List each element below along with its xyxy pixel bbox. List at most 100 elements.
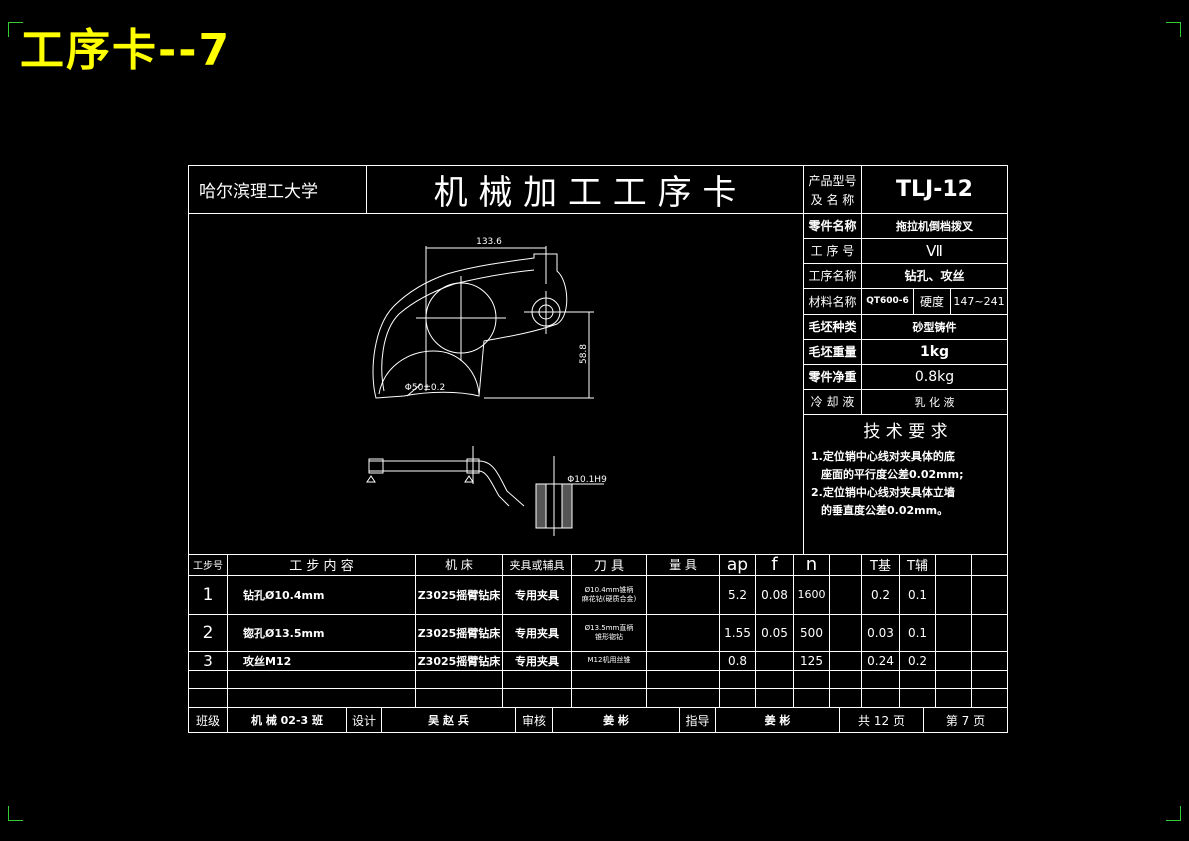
divider: [803, 339, 1007, 340]
divider: [803, 238, 1007, 239]
table-row-tool: Ø13.5mm直柄 锥形锪钻: [572, 614, 646, 651]
process-card: 哈尔滨理工大学 机 械 加 工 工 序 卡 产品型号 及 名 称 TLJ-12 …: [188, 165, 1008, 733]
review-value: 姜 彬: [603, 714, 629, 727]
process-no-value: Ⅶ: [926, 241, 943, 260]
divider: [913, 288, 914, 314]
dimension-label: 133.6: [476, 237, 502, 247]
corner-mark-bottom-left: [8, 806, 23, 821]
tool-line: M12机用丝锥: [587, 656, 631, 664]
table-row-n: 125: [800, 653, 823, 668]
table-row-f: 0.08: [761, 587, 788, 602]
tool-line: Ø13.5mm直柄: [584, 623, 634, 632]
table-row-f: 0.05: [761, 625, 788, 640]
table-row-tool: M12机用丝锥: [572, 651, 646, 670]
divider: [715, 707, 716, 733]
divider: [793, 554, 794, 707]
divider: [803, 288, 1007, 289]
col-fixture-header: 夹具或辅具: [509, 558, 565, 572]
tool-line: Ø10.4mm锥柄: [584, 585, 634, 594]
dimension-label: 58.8: [579, 343, 589, 365]
tool-line: 麻花钻(硬质合金): [581, 594, 637, 603]
divider: [803, 389, 1007, 390]
divider: [415, 554, 416, 707]
process-no-label: 工 序 号: [810, 244, 855, 258]
divider: [861, 166, 862, 213]
university-name: 哈尔滨理工大学: [199, 182, 318, 202]
table-row-t-aux: 0.1: [907, 587, 928, 602]
divider: [189, 614, 1007, 615]
col-f-header: f: [771, 554, 778, 575]
hardness-label: 硬度: [919, 294, 944, 309]
divider: [839, 707, 840, 733]
table-row-n: 1600: [797, 588, 826, 601]
blank-type-label: 毛坯种类: [808, 320, 857, 334]
col-tool-header: 刀 具: [593, 559, 625, 574]
table-row-step: 1: [202, 584, 214, 605]
material-label: 材料名称: [808, 294, 857, 309]
table-row-machine: Z3025摇臂钻床: [417, 626, 501, 640]
table-row-f: [756, 651, 793, 670]
divider: [899, 554, 900, 707]
divider: [803, 414, 1007, 415]
col-machine-header: 机 床: [445, 558, 473, 572]
card-title: 机 械 加 工 工 序 卡: [433, 173, 737, 213]
col-t-base-header: T基: [870, 559, 891, 574]
table-row-machine: Z3025摇臂钻床: [417, 588, 501, 602]
divider: [571, 554, 572, 707]
divider: [861, 554, 862, 707]
divider: [189, 651, 1007, 652]
part-drawing: [366, 246, 604, 536]
divider: [189, 707, 1007, 708]
dimension-label: Φ50±0.2: [404, 383, 446, 393]
design-value: 吴 赵 兵: [428, 714, 469, 727]
col-step-header: 工步号: [193, 561, 223, 572]
divider: [366, 166, 367, 213]
table-row-t-base: 0.24: [867, 653, 894, 668]
divider: [189, 575, 1007, 576]
table-row-t-base: 0.2: [870, 587, 891, 602]
guide-label: 指导: [685, 713, 710, 728]
product-label-2: 及 名 称: [810, 192, 855, 207]
class-value: 机 械 02-3 班: [250, 714, 323, 727]
corner-mark-top-right: [1166, 22, 1181, 37]
blank-type-value: 砂型铸件: [912, 320, 957, 334]
divider: [515, 707, 516, 733]
table-row-t-base: 0.03: [867, 625, 894, 640]
corner-mark-top-left: [8, 22, 23, 37]
guide-value: 姜 彬: [764, 714, 791, 727]
divider: [829, 554, 830, 707]
divider: [803, 166, 804, 554]
table-row-ap: 1.55: [724, 625, 751, 640]
total-pages: 共 12 页: [858, 713, 905, 728]
part-name-label: 零件名称: [808, 219, 857, 233]
divider: [950, 288, 951, 314]
table-row-content: 钻孔Ø10.4mm: [243, 588, 325, 602]
tool-line: 锥形锪钻: [595, 632, 623, 641]
corner-mark-bottom-right: [1166, 806, 1181, 821]
class-label: 班级: [195, 713, 220, 728]
table-row-content: 锪孔Ø13.5mm: [243, 626, 325, 640]
divider: [971, 554, 972, 707]
col-t-aux-header: T辅: [907, 559, 928, 574]
divider: [552, 707, 553, 733]
table-row-fixture: 专用夹具: [515, 654, 559, 668]
coolant-label: 冷 却 液: [810, 395, 855, 409]
divider: [923, 707, 924, 733]
dimension-label: Φ10.1H9: [567, 475, 607, 485]
process-name-value: 钻孔、攻丝: [904, 269, 965, 283]
coolant-value: 乳 化 液: [914, 395, 955, 409]
col-n-header: n: [805, 554, 818, 575]
col-ap-header: ap: [726, 554, 749, 575]
divider: [189, 554, 1007, 555]
page-title: 工序卡--7: [20, 25, 232, 76]
header-divider: [189, 213, 1007, 214]
table-row-n: 500: [800, 625, 823, 640]
requirement-line: 1.定位销中心线对夹具体的底: [811, 450, 955, 463]
review-label: 审核: [521, 713, 546, 728]
divider: [803, 364, 1007, 365]
divider: [381, 707, 382, 733]
table-row-t-aux: 0.1: [907, 625, 928, 640]
divider: [227, 554, 228, 707]
divider: [679, 707, 680, 733]
divider: [227, 707, 228, 733]
